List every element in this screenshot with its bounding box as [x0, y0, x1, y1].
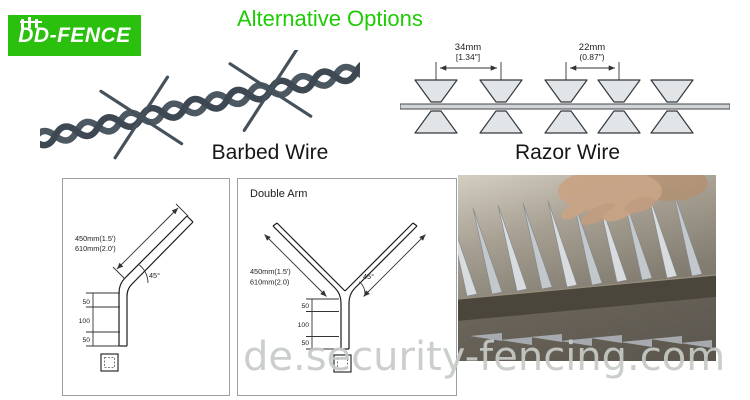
foreground-spikes — [470, 333, 712, 348]
diagram-title: Double Arm — [250, 188, 307, 200]
post-cross-section — [333, 354, 352, 373]
angle-annotation: 45° — [138, 264, 160, 284]
length-label: 450mm(1.5') — [250, 267, 291, 276]
dim-50: 50 — [82, 299, 90, 306]
post-with-arm — [118, 215, 194, 347]
dimension-34mm: 34mm [1.34"] — [435, 42, 502, 80]
right-arm-dimension — [363, 234, 426, 297]
dim-50: 50 — [82, 337, 90, 344]
barbed-wire-drawing — [40, 50, 360, 160]
product-photo — [458, 175, 716, 361]
dim-100: 100 — [79, 318, 91, 325]
razor-blades — [414, 79, 694, 134]
barb-cluster — [228, 50, 313, 132]
angle-annotation: 45° — [358, 272, 374, 295]
vertical-dimension-chain: 50 100 50 — [298, 298, 339, 350]
dim-inch: (0.87") — [579, 52, 604, 62]
vertical-dimension-chain: 50 100 50 — [79, 292, 120, 347]
barb-cluster — [99, 75, 184, 160]
page-title: Alternative Options — [237, 6, 423, 31]
dim-100: 100 — [298, 322, 310, 329]
mounting-rail — [458, 275, 716, 321]
barbed-wire-caption: Barbed Wire — [211, 141, 329, 164]
watermark: de.security-fencing.com — [243, 334, 726, 380]
fence-icon — [20, 17, 42, 28]
post-cross-section — [100, 353, 119, 372]
length-label: 610mm(2.0) — [250, 278, 289, 287]
dim-value: 22mm — [579, 42, 605, 53]
post-with-double-arm — [272, 222, 418, 350]
dim-inch: [1.34"] — [456, 52, 480, 62]
length-label: 450mm(1.5') — [75, 234, 116, 243]
dim-50: 50 — [301, 303, 309, 310]
installer-hand — [558, 175, 708, 225]
dim-value: 34mm — [455, 42, 481, 53]
angle-label: 45° — [363, 272, 374, 281]
single-arm-drawing: 450mm(1.5') 610mm(2.0') 45° 50 100 50 — [75, 203, 194, 372]
wall-spike-photo — [458, 175, 716, 361]
length-label: 610mm(2.0') — [75, 244, 116, 253]
double-arm-diagram-panel: Double Arm 450mm(1.5') 610mm(2.0) — [237, 178, 457, 396]
wall-spikes — [458, 189, 703, 297]
angle-label: 45° — [149, 271, 160, 280]
dimension-22mm: 22mm (0.87") — [565, 42, 620, 80]
razor-wire-caption: Razor Wire — [514, 141, 620, 164]
core-wire — [400, 103, 730, 110]
brand-logo: DD-FENCE — [8, 15, 141, 56]
dim-50: 50 — [301, 340, 309, 347]
arm-length-dimension: 450mm(1.5') 610mm(2.0') — [75, 203, 189, 280]
single-arm-diagram-panel: 450mm(1.5') 610mm(2.0') 45° 50 100 50 — [62, 178, 230, 396]
left-arm-dimension: 450mm(1.5') 610mm(2.0) — [250, 234, 327, 297]
double-arm-drawing: Double Arm 450mm(1.5') 610mm(2.0) — [250, 188, 426, 373]
razor-wire-diagram: 34mm [1.34"] 22mm (0.87") — [400, 42, 730, 134]
wire-strand — [40, 59, 360, 149]
brand-logo-text: DD-FENCE — [18, 23, 131, 47]
